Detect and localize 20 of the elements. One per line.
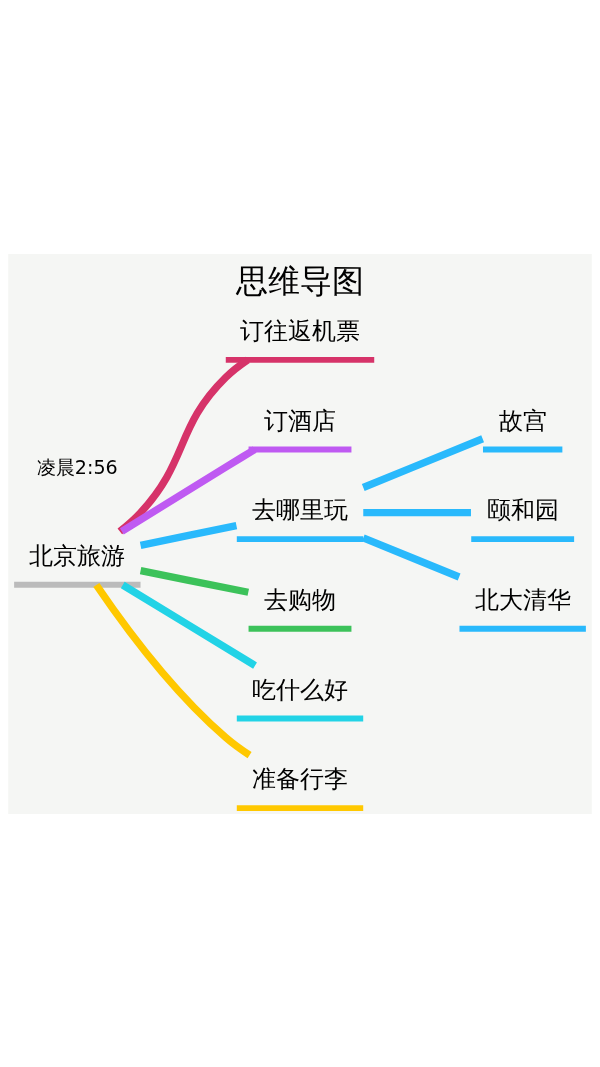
node-text: 去购物 [264, 585, 336, 614]
label: 凌晨2:56 [36, 455, 118, 479]
connector [120, 581, 257, 669]
diagram-title: 思维导图 [236, 261, 364, 300]
node-text: 北京旅游 [29, 541, 126, 570]
connector [139, 566, 249, 596]
connector [93, 582, 252, 758]
node-text: 订酒店 [264, 406, 336, 435]
connector [361, 434, 485, 491]
connector [361, 534, 461, 580]
connector [119, 445, 257, 535]
connector [117, 356, 250, 534]
node-text: 准备行李 [252, 764, 348, 793]
node-text: 吃什么好 [252, 675, 348, 704]
node-text: 订往返机票 [240, 316, 360, 345]
node-text: 颐和园 [486, 495, 559, 524]
node-text: 故宫 [498, 406, 547, 435]
node-text: 北大清华 [474, 585, 571, 614]
connector [139, 521, 238, 549]
node-text: 去哪里玩 [252, 495, 348, 524]
